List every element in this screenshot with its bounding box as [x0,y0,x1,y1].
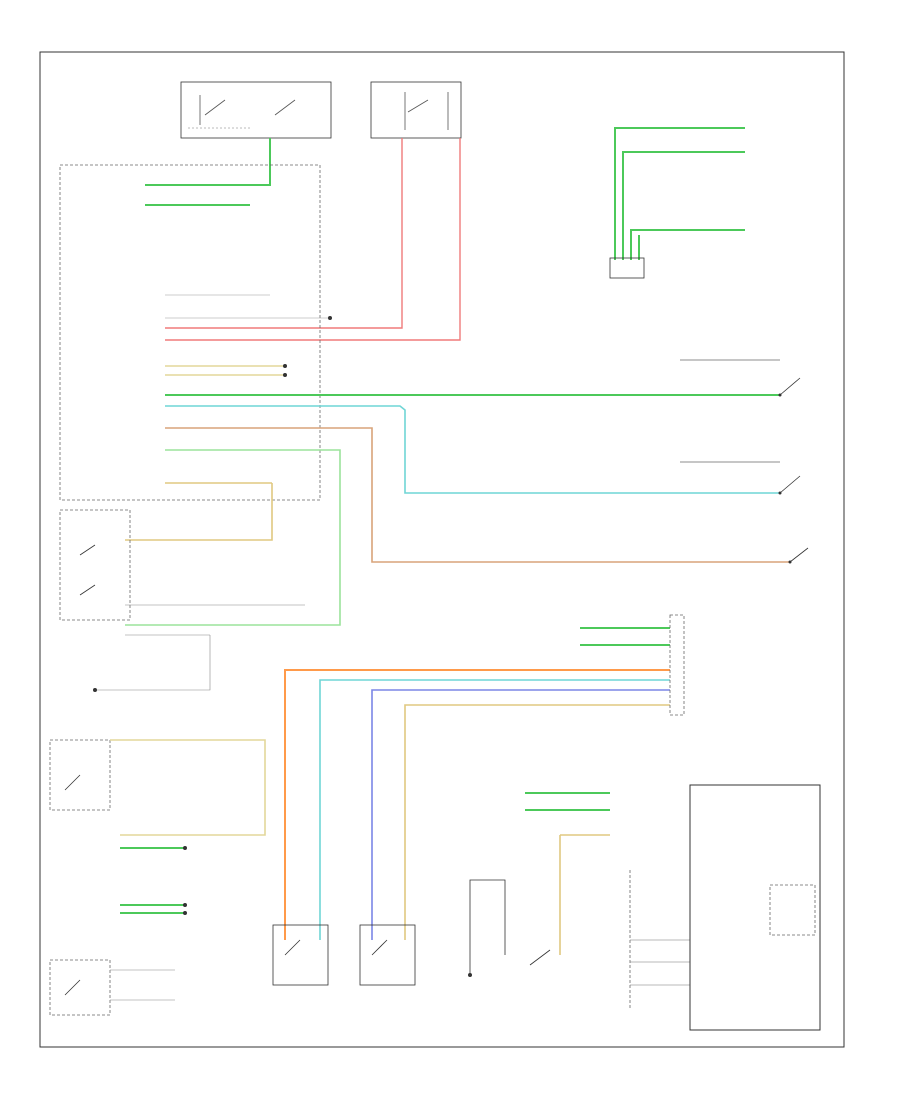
red-wire-2 [165,138,461,341]
brown-wire [165,427,790,563]
tan-wire-1b [125,483,273,541]
right-connector [669,614,685,716]
switch-right-upper [680,359,801,397]
diagram-border [39,51,845,1048]
lightgreen-wire [125,449,341,626]
cluster-inner-module [769,884,816,936]
module-pin-lines [165,294,330,376]
left-lower-switches [49,739,266,1016]
green-wire-top [145,138,271,186]
tan-wire-lower [404,704,670,940]
switch-right-brown [788,547,809,564]
control-module-left [59,164,321,501]
cyan-wire-long [165,405,780,494]
instrument-cluster [689,784,821,1031]
right-top-green-wires [609,127,745,279]
cyan-wire-lower [319,679,670,940]
fuse-block-right [370,81,462,139]
bottom-switch-boxes [272,834,690,1010]
connector-dots [93,316,472,977]
red-wire-1 [165,138,403,329]
fuse-block-left [180,81,332,139]
left-switches [59,509,305,691]
switch-right-lower [680,461,801,495]
blue-wire [371,689,670,940]
orange-wire [284,669,670,940]
